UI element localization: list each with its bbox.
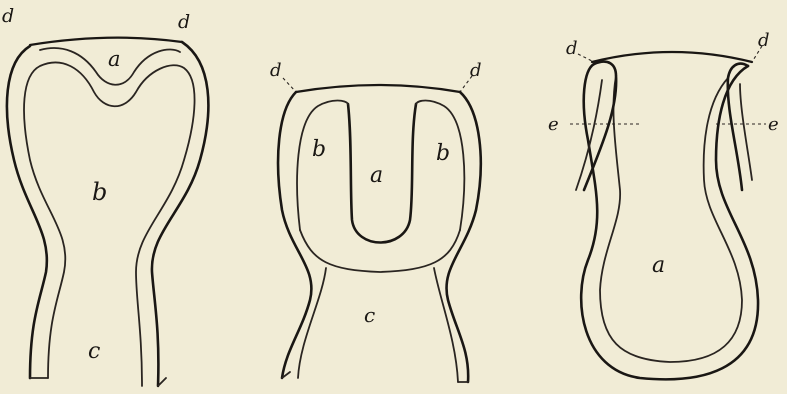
figure-2-label-a: a <box>370 163 383 188</box>
figure-2-left-loop <box>297 101 348 231</box>
figure-3-label-d-right: d <box>758 30 770 51</box>
figure-1-label-b: b <box>92 178 107 206</box>
figure-1-label-d-right: d <box>178 11 190 33</box>
figure-3-label-d-left: d <box>566 38 578 59</box>
figure-3-left-lip <box>584 62 616 190</box>
figure-3-rim <box>592 52 752 62</box>
figure-2-label-b-left: b <box>312 137 326 162</box>
figure-2-label-d-left: d <box>270 60 282 81</box>
figure-1-outer-wall <box>7 42 208 386</box>
figure-3-right-lip-inner <box>740 84 752 180</box>
figure-2: d d b a b c <box>270 60 482 382</box>
figure-2-label-d-right: d <box>470 60 482 81</box>
figure-2-label-b-right: b <box>436 141 450 166</box>
figure-3-left-lip-inner <box>576 80 602 190</box>
figure-1-label-d-left: d <box>2 5 14 27</box>
figure-2-outer-wall <box>278 92 481 382</box>
figure-3-inner-wall <box>600 76 742 362</box>
figure-3-label-e-left: e <box>548 114 559 135</box>
figure-2-label-c: c <box>364 303 375 327</box>
figure-1: d d a b c <box>2 5 208 386</box>
figure-1-rim <box>30 38 182 45</box>
figure-3-leader-left <box>578 54 594 62</box>
figure-2-lower-bowl <box>300 230 460 272</box>
figure-3-label-e-right: e <box>768 114 779 135</box>
figure-1-label-a: a <box>108 47 121 71</box>
figure-3-label-a: a <box>652 253 665 278</box>
figure-1-inner-wall <box>24 62 195 386</box>
figure-1-label-c: c <box>88 339 100 364</box>
figure-3: d d e e a <box>548 30 779 379</box>
figure-2-leader-left <box>283 78 296 92</box>
figure-2-rim <box>296 85 460 92</box>
